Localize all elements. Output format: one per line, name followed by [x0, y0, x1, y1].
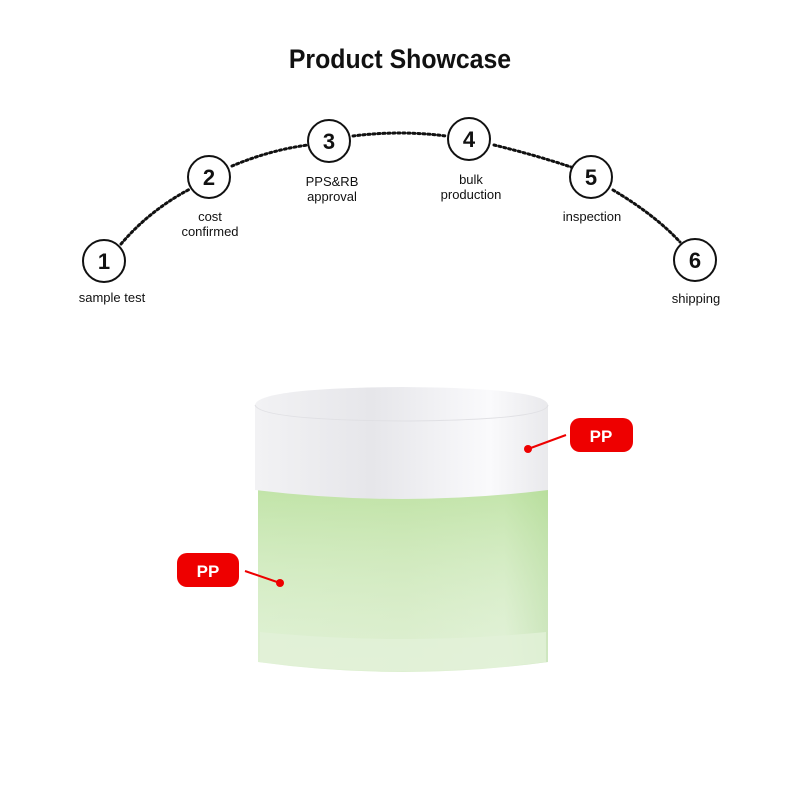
body-pointer-dot	[276, 579, 284, 587]
timeline-connectors	[119, 131, 682, 246]
jar-lid	[255, 387, 548, 499]
step-label: production	[441, 187, 502, 202]
body-material-label: PP	[197, 562, 220, 581]
connector-4-5	[492, 143, 573, 169]
step-number: 4	[463, 127, 476, 152]
step-circle	[569, 155, 613, 199]
jar-base-ridges	[260, 632, 546, 671]
step-label: confirmed	[181, 224, 238, 239]
page-title: Product Showcase	[288, 44, 512, 74]
step-number: 5	[585, 165, 597, 190]
step-number: 2	[203, 165, 215, 190]
step-number: 3	[323, 129, 335, 154]
body-material-tag: PP	[177, 553, 284, 587]
step-circle	[673, 238, 717, 282]
connector-2-3	[230, 143, 310, 168]
step-circle	[307, 119, 351, 163]
connector-3-4	[351, 131, 448, 138]
connector-1-2	[119, 187, 192, 246]
lid-material-label: PP	[590, 427, 613, 446]
step-label: sample test	[79, 290, 146, 305]
connector-5-6	[611, 188, 682, 244]
jar-image	[254, 387, 549, 672]
timeline-step-6: 6 shipping	[672, 238, 720, 306]
step-number: 1	[98, 249, 110, 274]
step-label: bulk	[459, 172, 483, 187]
step-circle	[82, 239, 126, 283]
step-label: PPS&RB	[306, 174, 359, 189]
step-label: shipping	[672, 291, 720, 306]
step-number: 6	[689, 248, 701, 273]
step-circle	[447, 117, 491, 161]
lid-pointer-dot	[524, 445, 532, 453]
step-label: cost	[198, 209, 222, 224]
step-label: approval	[307, 189, 357, 204]
timeline-step-1: 1 sample test	[79, 239, 146, 305]
timeline-step-5: 5 inspection	[563, 155, 622, 224]
step-label: inspection	[563, 209, 622, 224]
lid-material-tag: PP	[524, 418, 633, 453]
step-circle	[187, 155, 231, 199]
